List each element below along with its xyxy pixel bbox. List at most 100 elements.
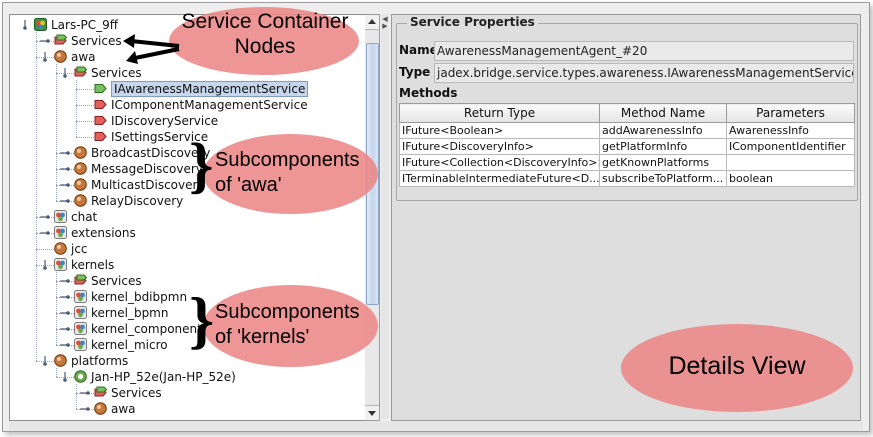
collapsed-toggle-icon[interactable]	[40, 212, 50, 222]
expanded-toggle-icon[interactable]	[40, 52, 50, 62]
tree-node[interactable]: IDiscoveryService	[10, 113, 366, 129]
tree-node-label[interactable]: platforms	[71, 354, 129, 368]
tree-node-label[interactable]: jcc	[71, 242, 88, 256]
collapsed-toggle-icon[interactable]	[60, 196, 70, 206]
collapsed-toggle-icon[interactable]	[80, 388, 90, 398]
split-pane-divider[interactable]: ◀▶	[381, 14, 389, 419]
tree-node-label[interactable]: awa	[111, 402, 136, 416]
tree-node-label[interactable]: extensions	[71, 226, 136, 240]
collapsed-toggle-icon[interactable]	[60, 340, 70, 350]
collapsed-toggle-icon[interactable]	[40, 228, 50, 238]
tree-node[interactable]: kernel_bpmn	[10, 305, 366, 321]
tree-node[interactable]: kernel_bdibpmn	[10, 289, 366, 305]
return-type-cell[interactable]: IFuture<Boolean>	[399, 122, 600, 139]
method-name-cell[interactable]: getKnownPlatforms	[599, 154, 727, 171]
tree-node-label[interactable]: kernel_micro	[91, 338, 168, 352]
parameters-cell[interactable]: IComponentIdentifier	[726, 138, 855, 155]
method-name-cell[interactable]: getPlatformInfo	[599, 138, 727, 155]
column-header-method-name[interactable]: Method Name	[599, 103, 727, 123]
tree-node-label[interactable]: RelayDiscovery	[91, 194, 184, 208]
collapse-arrows-icon[interactable]: ◀▶	[382, 15, 388, 30]
return-type-cell[interactable]: IFuture<Collection<DiscoveryInfo>>	[399, 154, 600, 171]
collapsed-toggle-icon[interactable]	[60, 276, 70, 286]
expanded-toggle-icon[interactable]	[60, 68, 70, 78]
tree-node[interactable]: Services	[10, 33, 366, 49]
parameters-cell[interactable]: boolean	[726, 170, 855, 187]
tree-node[interactable]: kernel_component	[10, 321, 366, 337]
tree-node[interactable]: RelayDiscovery	[10, 193, 366, 209]
tree-node-label[interactable]: MulticastDiscovery	[91, 178, 205, 192]
tree-node-label[interactable]: Services	[71, 34, 122, 48]
tree-node[interactable]: Services	[10, 65, 366, 81]
expanded-toggle-icon[interactable]	[40, 260, 50, 270]
methods-table[interactable]: Return Type Method Name Parameters IFutu…	[399, 103, 855, 187]
expanded-toggle-icon[interactable]	[20, 20, 30, 30]
scroll-down-button[interactable]	[365, 405, 379, 420]
collapsed-toggle-icon[interactable]	[60, 292, 70, 302]
tree-node-label[interactable]: IAwarenessManagementService	[111, 81, 309, 97]
tree-node[interactable]: MessageDiscovery	[10, 161, 366, 177]
collapsed-toggle-icon[interactable]	[60, 324, 70, 334]
tree-node[interactable]: kernel_micro	[10, 337, 366, 353]
tree-node-label[interactable]: Jan-HP_52e(Jan-HP_52e)	[91, 370, 236, 384]
tree-node[interactable]: extensions	[10, 225, 366, 241]
return-type-cell[interactable]: ITerminableIntermediateFuture<D...	[399, 170, 600, 187]
tree-node-label[interactable]: kernel_component	[91, 322, 202, 336]
tree-node-label[interactable]: ISettingsService	[111, 130, 209, 144]
tree-node[interactable]: jcc	[10, 241, 366, 257]
column-header-parameters[interactable]: Parameters	[726, 103, 855, 123]
tree-scrollbar[interactable]	[365, 14, 380, 421]
parameters-cell[interactable]	[726, 154, 855, 171]
tree-node-label[interactable]: MessageDiscovery	[91, 162, 203, 176]
name-field[interactable]: AwarenessManagementAgent_#20	[434, 41, 854, 61]
return-type-cell[interactable]: IFuture<DiscoveryInfo>	[399, 138, 600, 155]
tree-node[interactable]: chat	[10, 209, 366, 225]
tree-node[interactable]: ISettingsService	[10, 129, 366, 145]
horizontal-scrollbar[interactable]	[9, 421, 863, 431]
tree-node[interactable]: platforms	[10, 353, 366, 369]
collapsed-toggle-icon[interactable]	[60, 164, 70, 174]
method-name-cell[interactable]: subscribeToPlatform...	[599, 170, 727, 187]
tree-node[interactable]: Jan-HP_52e(Jan-HP_52e)	[10, 369, 366, 385]
type-field[interactable]: jadex.bridge.service.types.awareness.IAw…	[434, 63, 854, 83]
tree-node-label[interactable]: chat	[71, 210, 98, 224]
services-icon	[74, 66, 87, 77]
tree-node[interactable]: MulticastDiscovery	[10, 177, 366, 193]
tree-node[interactable]: IComponentManagementService	[10, 97, 366, 113]
collapsed-toggle-icon[interactable]	[60, 180, 70, 190]
tree-node-label[interactable]: kernel_bdibpmn	[91, 290, 188, 304]
expanded-toggle-icon[interactable]	[60, 372, 70, 382]
tree-node[interactable]: Services	[10, 385, 366, 401]
tree-node-label[interactable]: kernel_bpmn	[91, 306, 169, 320]
collapsed-toggle-icon[interactable]	[80, 404, 90, 414]
tree-node[interactable]: Services	[10, 273, 366, 289]
tree-node[interactable]: awa	[10, 49, 366, 65]
tree-node[interactable]: BroadcastDiscovery	[10, 145, 366, 161]
tree-node-label[interactable]: BroadcastDiscovery	[91, 146, 211, 160]
tree-node-label[interactable]: IDiscoveryService	[111, 114, 219, 128]
tree-node-label[interactable]: awa	[71, 50, 96, 64]
tree-node[interactable]: IAwarenessManagementService	[10, 81, 366, 97]
collapsed-toggle-icon[interactable]	[60, 148, 70, 158]
collapsed-toggle-icon[interactable]	[40, 36, 50, 46]
parameters-cell[interactable]: AwarenessInfo	[726, 122, 855, 139]
tree-node[interactable]: kernels	[10, 257, 366, 273]
collapsed-toggle-icon[interactable]	[60, 308, 70, 318]
column-header-return-type[interactable]: Return Type	[399, 103, 600, 123]
tree-node-label[interactable]: Services	[91, 274, 142, 288]
scroll-up-button[interactable]	[365, 15, 379, 30]
tree-node[interactable]: awa	[10, 401, 366, 417]
tree-node-label[interactable]: Services	[91, 66, 142, 80]
method-row[interactable]: ITerminableIntermediateFuture<D...subscr…	[399, 170, 855, 187]
tree-node-label[interactable]: IComponentManagementService	[111, 98, 308, 112]
method-name-cell[interactable]: addAwarenessInfo	[599, 122, 727, 139]
method-row[interactable]: IFuture<Collection<DiscoveryInfo>>getKno…	[399, 154, 855, 171]
tree-node-label[interactable]: kernels	[71, 258, 115, 272]
tree-node-label[interactable]: Services	[111, 386, 162, 400]
expanded-toggle-icon[interactable]	[40, 356, 50, 366]
tree-node-label[interactable]: Lars-PC_9ff	[51, 18, 119, 32]
tree-node[interactable]: Lars-PC_9ff	[10, 17, 366, 33]
